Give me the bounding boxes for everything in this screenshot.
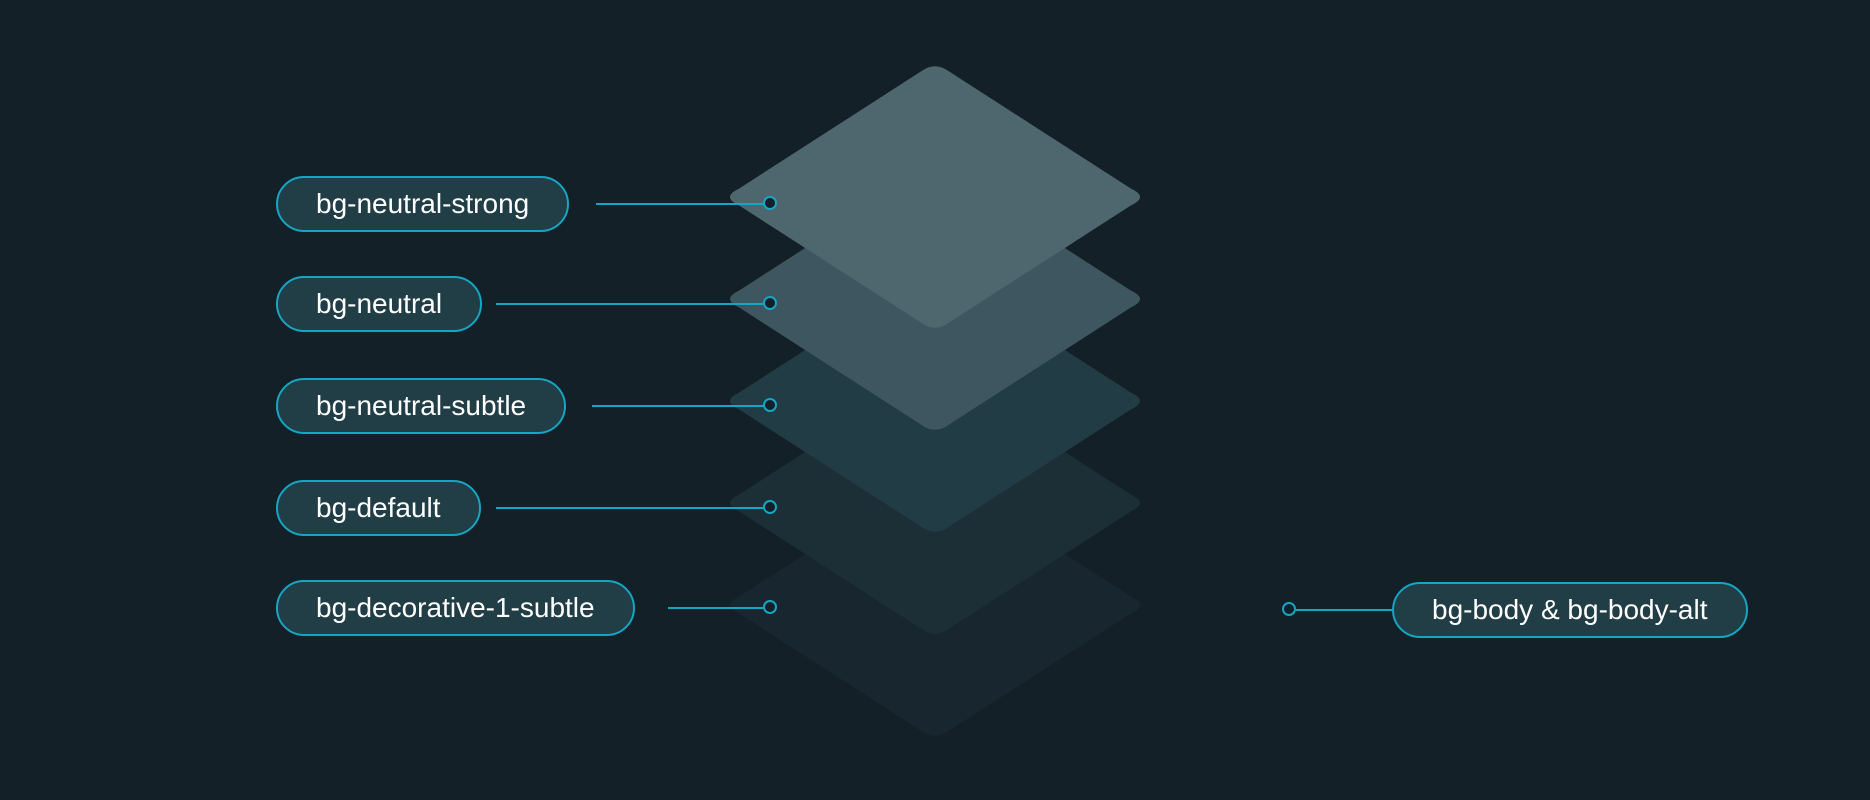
connector-line-neutral-strong [596, 203, 764, 205]
label-bg-default: bg-default [276, 480, 481, 536]
label-bg-decorative-1-subtle: bg-decorative-1-subtle [276, 580, 635, 636]
connector-dot-neutral [763, 296, 777, 310]
connector-line-neutral [496, 303, 764, 305]
connector-line-neutral-subtle [592, 405, 764, 407]
connector-dot-default [763, 500, 777, 514]
connector-dot-neutral-strong [763, 196, 777, 210]
connector-dot-body [1282, 602, 1296, 616]
label-bg-neutral-strong: bg-neutral-strong [276, 176, 570, 232]
connector-dot-decorative-1-subtle [763, 600, 777, 614]
connector-line-default [496, 507, 764, 509]
label-bg-neutral: bg-neutral [276, 276, 483, 332]
layer-plane-neutral-strong [730, 66, 1140, 328]
connector-dot-neutral-subtle [763, 398, 777, 412]
label-bg-body: bg-body & bg-body-alt [1392, 582, 1748, 638]
label-bg-neutral-subtle: bg-neutral-subtle [276, 378, 567, 434]
connector-line-decorative-1-subtle [668, 607, 764, 609]
connector-line-body [1296, 609, 1394, 611]
